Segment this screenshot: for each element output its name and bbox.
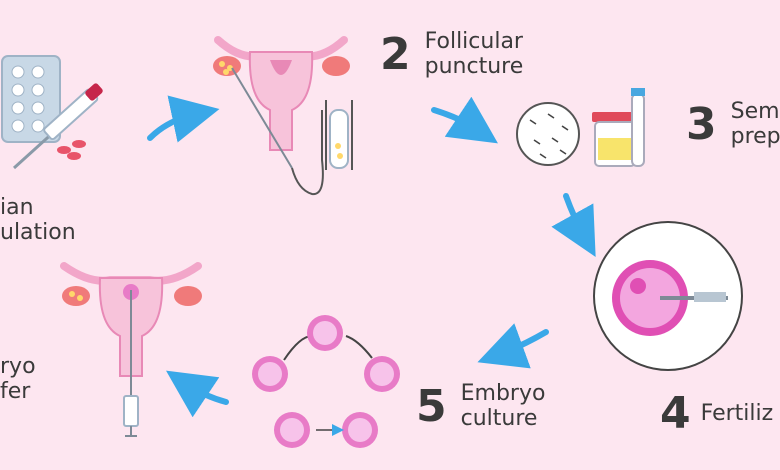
step-1-label: ian ulation: [0, 195, 76, 245]
egg-cell-icon: [593, 221, 743, 371]
arrow-icon: [166, 370, 229, 418]
sample-cup-icon: [592, 112, 638, 167]
arrow-icon: [477, 323, 549, 369]
step-2: 2 Follicular puncture: [380, 28, 524, 80]
step-6-label: ryo fer: [0, 354, 36, 404]
arrow-icon: [551, 193, 596, 257]
step-3: 3 Sem prep: [686, 98, 780, 150]
test-tube-icon: [631, 88, 645, 167]
step-number: 4: [660, 388, 691, 439]
step-label: Sem prep: [730, 99, 780, 149]
step-label: Embryo culture: [460, 381, 546, 431]
step-5: 5 Embryo culture: [416, 380, 546, 432]
step-4: 4 Fertiliz: [660, 392, 773, 436]
needle-icon: [231, 67, 324, 196]
pills-icon: [57, 140, 86, 160]
uterus-icon: [213, 36, 350, 151]
test-tube-icon: [325, 100, 353, 170]
step-number: 5: [416, 380, 447, 432]
step-number: 3: [686, 98, 717, 150]
syringe-icon: [12, 83, 103, 170]
syringe-icon: [123, 290, 139, 437]
petri-dish-icon: [516, 102, 580, 166]
step-label: Fertiliz: [700, 400, 774, 426]
arrow-icon: [431, 96, 498, 144]
step-label: Follicular puncture: [424, 29, 524, 79]
step-number: 2: [380, 28, 411, 80]
arrow-icon: [147, 95, 220, 143]
embryo-icon: [252, 315, 400, 448]
pill-blister-icon: [1, 55, 61, 143]
